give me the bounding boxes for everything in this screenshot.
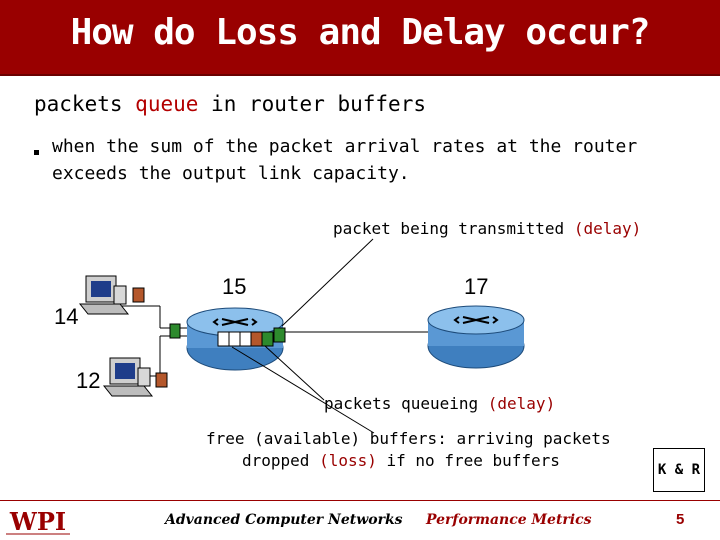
buffer-queue [217,331,274,347]
packet-icon [273,327,286,343]
bullet-prefix: packets [34,92,123,116]
node-number-12: 12 [76,368,101,393]
computer-icon [102,357,154,397]
router-icon [427,305,525,369]
svg-text:WPI: WPI [9,507,66,536]
packet-icon [169,323,181,339]
pointer-transmitted [281,238,374,327]
node-number-17: 17 [464,274,489,299]
label-transmitted: packet being transmitted (delay) [333,219,641,238]
footer-divider [0,500,720,501]
packet-icon [132,287,145,303]
label-queueing-delay: (delay) [487,394,556,413]
sub-bullet-text: when the sum of the packet arrival rates… [52,136,638,184]
sub-bullet-marker [34,150,39,155]
computer-icon [78,275,130,315]
label-transmitted-text: packet being transmitted [333,219,565,238]
main-bullet: packets queue in router buffers [34,92,426,116]
label-dropped: dropped [242,451,310,470]
slide-title: How do Loss and Delay occur? [70,12,651,53]
title-bar: How do Loss and Delay occur? [0,0,720,76]
label-queueing-text: packets queueing [324,394,479,413]
node-number-15: 15 [222,274,247,299]
pointer-queueing [264,345,325,401]
label-free-buffers-line2: dropped (loss) if no free buffers [242,451,560,470]
node-number-14: 14 [54,304,79,329]
packet-icon [155,372,168,388]
footer-topic: Performance Metrics [426,512,592,528]
label-no-free-buffers: if no free buffers [386,451,560,470]
pointer-free-buffers [231,346,375,434]
credit-box: K & R [653,448,705,492]
label-loss: (loss) [319,451,377,470]
label-free-buffers-line1: free (available) buffers: arriving packe… [206,429,611,448]
footer-page-number: 5 [676,511,685,528]
wpi-logo: WPI [4,505,72,537]
footer-course: Advanced Computer Networks [165,512,403,528]
bullet-highlight: queue [135,92,199,116]
bullet-suffix: in router buffers [211,92,426,116]
label-transmitted-delay: (delay) [573,219,642,238]
label-queueing: packets queueing (delay) [324,394,555,413]
